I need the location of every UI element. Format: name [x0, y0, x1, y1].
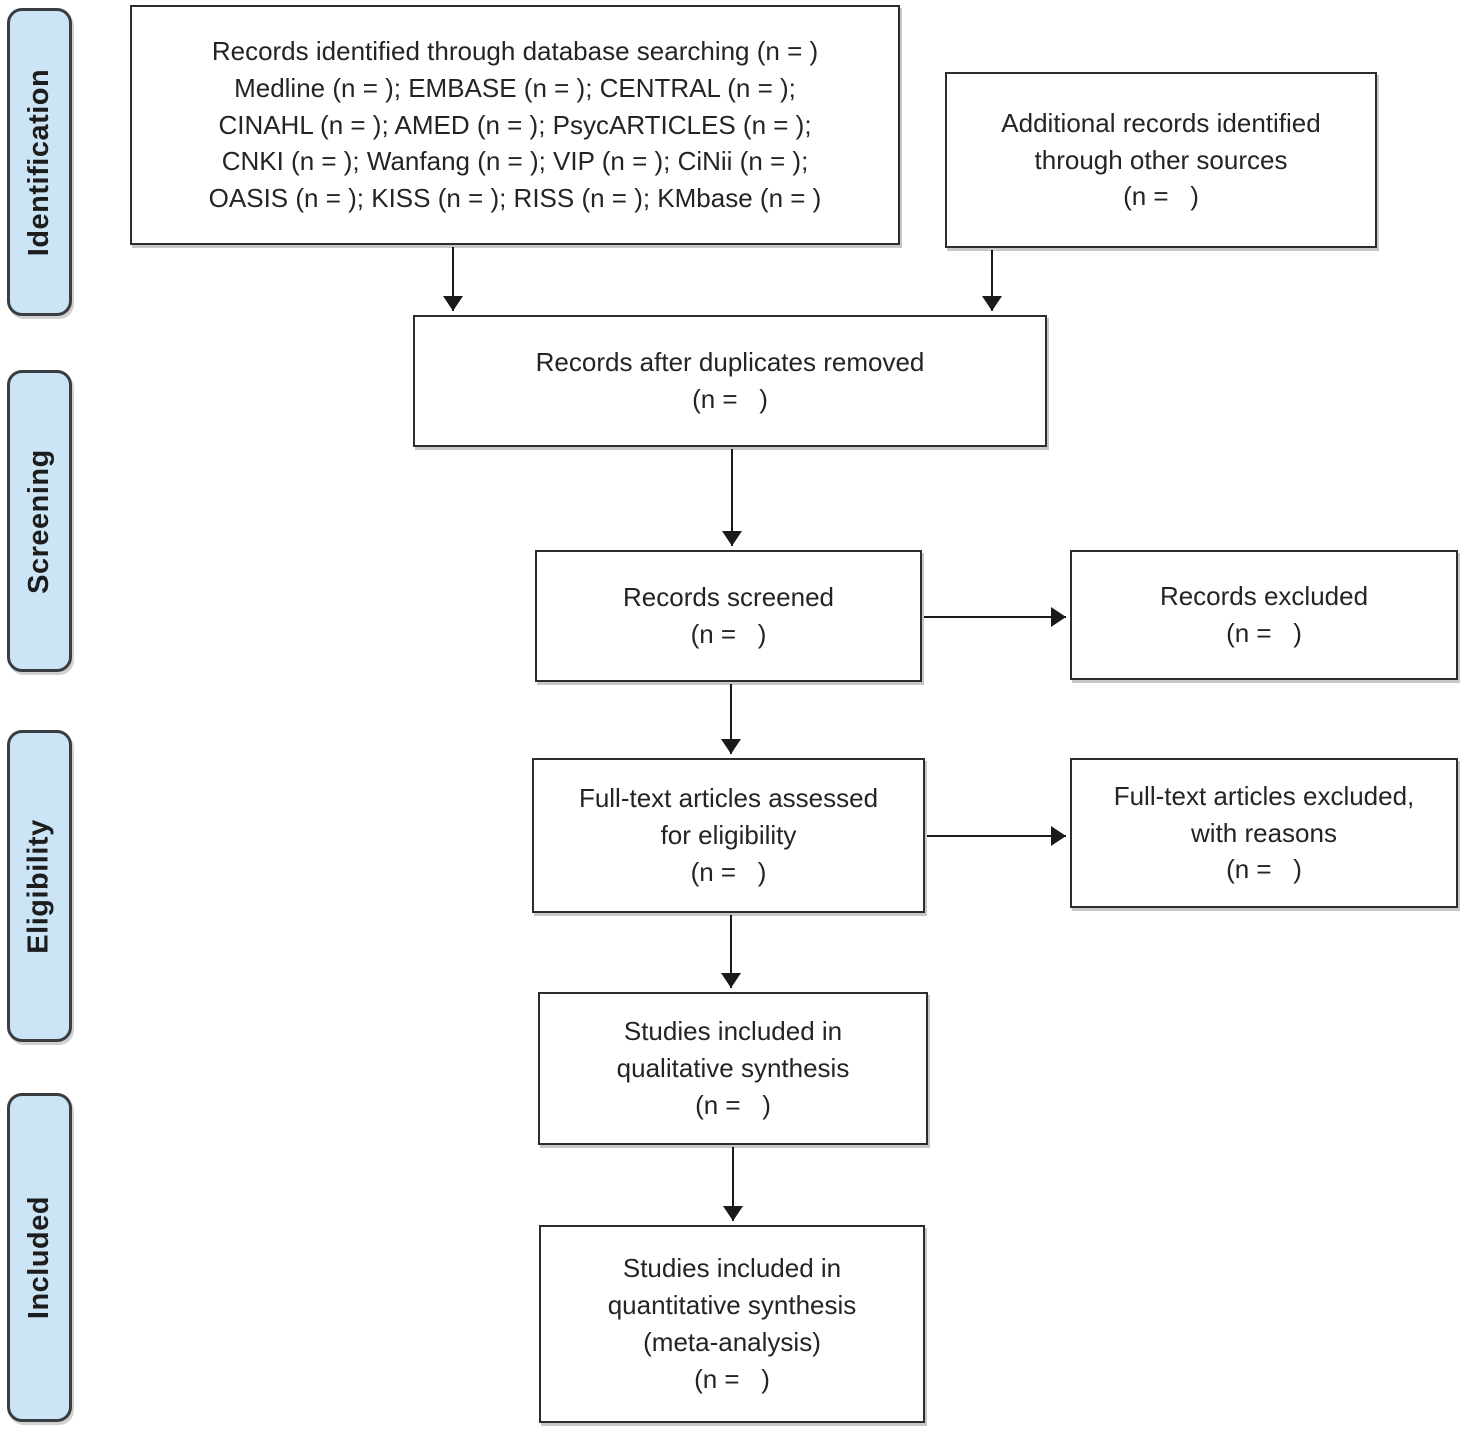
stage-eligibility: Eligibility: [7, 730, 72, 1042]
stage-identification-label: Identification: [23, 68, 56, 256]
box-quantitative-synthesis-text: Studies included in quantitative synthes…: [607, 1253, 857, 1394]
stage-screening-label: Screening: [23, 448, 55, 594]
box-records-excluded-text: Records excluded (n = ): [1159, 581, 1369, 648]
box-qualitative-synthesis: Studies included in qualitative synthesi…: [538, 992, 928, 1145]
stage-included: Included: [7, 1093, 72, 1422]
box-records-identified: Records identified through database sear…: [130, 5, 900, 245]
box-qualitative-synthesis-text: Studies included in qualitative synthesi…: [616, 1016, 850, 1120]
box-quantitative-synthesis: Studies included in quantitative synthes…: [539, 1225, 925, 1423]
box-fulltext-assessed: Full-text articles assessed for eligibil…: [532, 758, 925, 913]
box-fulltext-assessed-text: Full-text articles assessed for eligibil…: [578, 783, 879, 887]
box-records-screened: Records screened (n = ): [535, 550, 922, 682]
stage-screening: Screening: [7, 370, 72, 672]
box-additional-records: Additional records identified through ot…: [945, 72, 1377, 248]
box-records-screened-text: Records screened (n = ): [623, 582, 834, 649]
box-additional-records-text: Additional records identified through ot…: [1001, 107, 1321, 212]
box-fulltext-excluded-text: Full-text articles excluded, with reason…: [1113, 780, 1415, 885]
box-fulltext-excluded: Full-text articles excluded, with reason…: [1070, 758, 1458, 908]
box-records-excluded: Records excluded (n = ): [1070, 550, 1458, 680]
stage-eligibility-label: Eligibility: [23, 818, 55, 954]
box-duplicates-removed-text: Records after duplicates removed (n = ): [535, 347, 925, 414]
box-records-identified-text: Records identified through database sear…: [208, 35, 822, 214]
box-duplicates-removed: Records after duplicates removed (n = ): [413, 315, 1047, 447]
stage-identification: Identification: [7, 8, 72, 316]
stage-included-label: Included: [23, 1195, 56, 1320]
